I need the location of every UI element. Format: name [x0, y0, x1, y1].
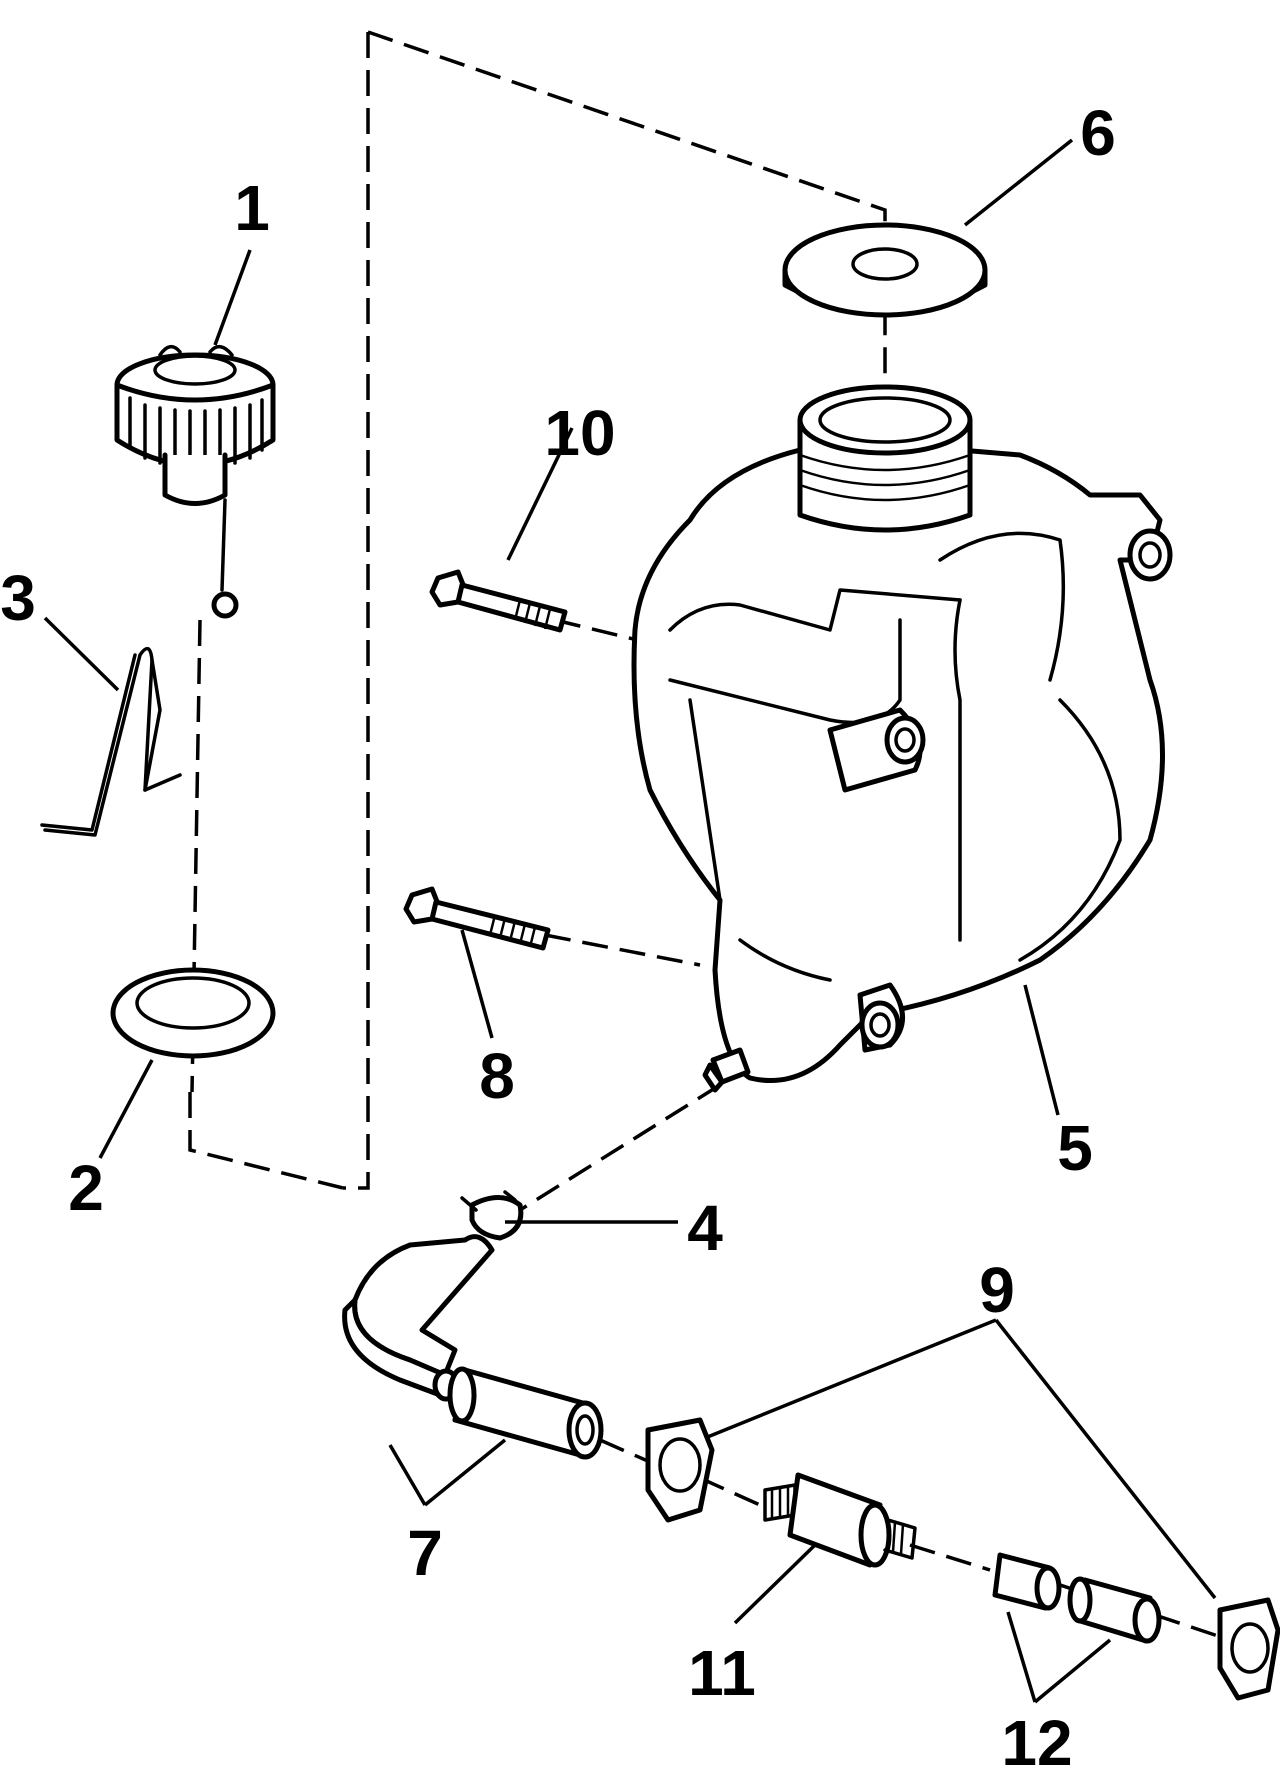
- label-11: 11: [688, 1637, 756, 1709]
- label-1: 1: [234, 172, 270, 244]
- label-3: 3: [0, 562, 36, 634]
- short-hose-part: [992, 1552, 1162, 1644]
- bolt-upper-part: [429, 569, 568, 633]
- gasket-part: [110, 967, 276, 1059]
- oil-tank-part: [631, 384, 1173, 1093]
- label-6: 6: [1080, 97, 1116, 169]
- callout-labels: 1 2 3 4 5 6 7 8 9 10 11 12: [0, 97, 1116, 1768]
- bolt-lower-part: [403, 886, 551, 951]
- tank-seal-part: [782, 222, 988, 318]
- filler-cap-part: [114, 345, 276, 619]
- leader-lines: [43, 138, 1217, 1704]
- label-12: 12: [1001, 1707, 1072, 1768]
- fitting-part: [763, 1472, 917, 1568]
- hose-clamp-large-part: [645, 1417, 1280, 1701]
- label-10: 10: [544, 397, 615, 469]
- label-2: 2: [68, 1152, 104, 1224]
- label-5: 5: [1057, 1112, 1093, 1184]
- label-8: 8: [479, 1040, 515, 1112]
- hose-clamp-small-part: [460, 1190, 524, 1241]
- spring-clip-part: [40, 646, 182, 837]
- label-4: 4: [687, 1192, 723, 1264]
- label-9: 9: [979, 1254, 1015, 1326]
- label-7: 7: [407, 1517, 443, 1589]
- hose-part: [342, 1234, 604, 1460]
